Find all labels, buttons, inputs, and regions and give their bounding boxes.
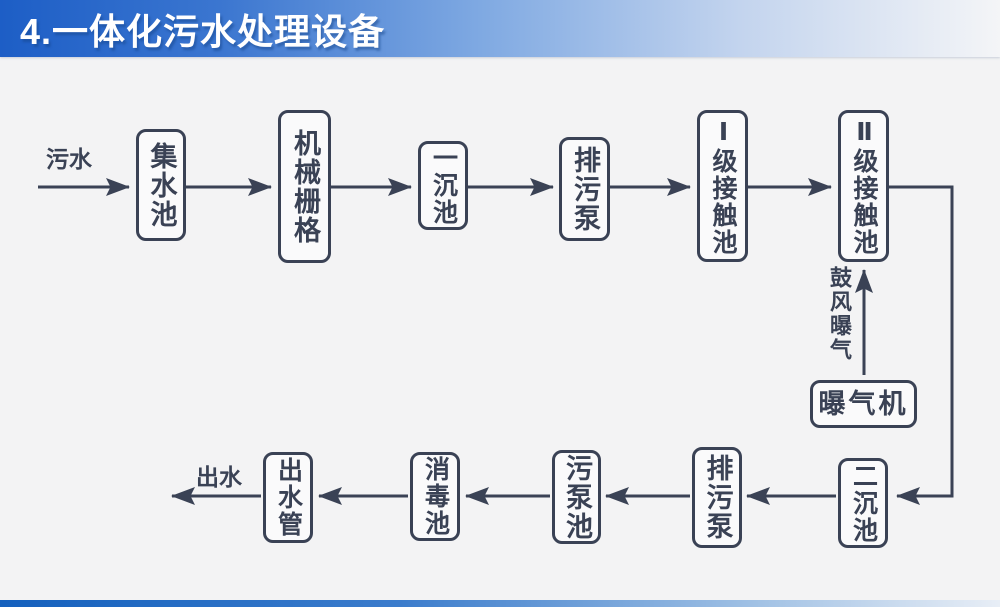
node-stage1-contact-tank: Ⅰ级接触池	[697, 110, 748, 262]
node-sewage-pump-top: 排污泵	[559, 137, 610, 241]
node-aerator: 曝气机	[810, 380, 917, 428]
node-secondary-sedimentation-tank: 二沉池	[838, 458, 888, 548]
footer-accent-bar	[0, 600, 1000, 607]
slide-header: 4.一体化污水处理设备	[0, 0, 1000, 57]
node-sewage-pump-bottom: 排污泵	[692, 447, 742, 548]
node-collecting-tank: 集水池	[136, 129, 186, 241]
inlet-label: 污水	[46, 146, 92, 172]
connector-stage2-to-secondary-sedimentation	[889, 185, 954, 505]
outlet-label: 出水	[196, 464, 242, 490]
page-title: 4.一体化污水处理设备	[20, 10, 386, 52]
aeration-arrow-label: 鼓风曝气	[827, 266, 852, 362]
node-disinfection-tank: 消毒池	[410, 452, 460, 541]
node-primary-sedimentation-tank: 一沉池	[418, 141, 468, 230]
node-stage2-contact-tank: Ⅱ级接触池	[838, 110, 889, 262]
node-mechanical-screen: 机械栅格	[278, 110, 331, 263]
node-sludge-pump-tank: 污泵池	[552, 450, 601, 544]
node-outlet-pipe: 出水管	[263, 452, 313, 543]
